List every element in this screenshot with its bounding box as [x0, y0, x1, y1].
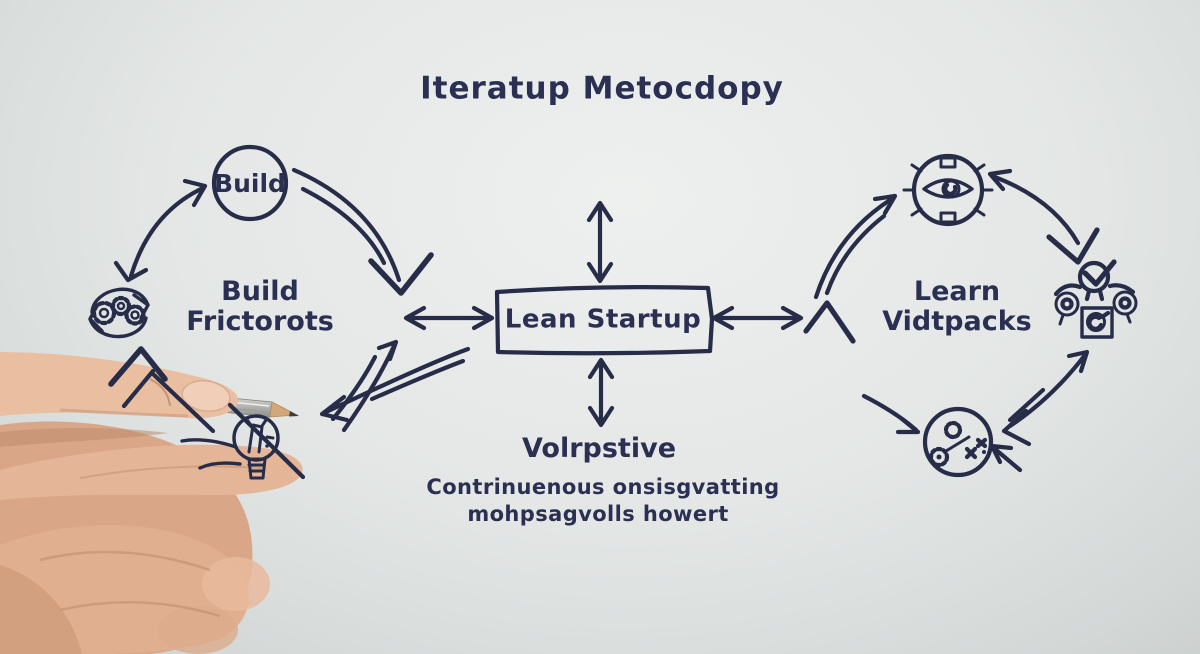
lean-startup-box — [494, 285, 715, 356]
arrowhead-junction — [368, 252, 434, 296]
right-cycle-label-line2: Vidtpacks — [882, 306, 1032, 337]
lightbulb-icon — [180, 414, 280, 480]
arrow-to-pen-tip — [319, 346, 471, 423]
arrow-eye-to-options — [987, 168, 1081, 246]
right-cycle-label-line1: Learn — [913, 275, 1001, 307]
arrowhead-options — [1046, 227, 1100, 265]
arrow-build-to-junction — [291, 167, 402, 283]
build-node-label: Build — [214, 169, 286, 198]
caption-line2: mohpsagvolls howert — [467, 502, 729, 527]
center-block — [494, 200, 804, 428]
sketch-lines-behind-hand — [121, 368, 306, 480]
arrow-vertical-bottom — [587, 357, 615, 428]
arrow-vertical-top — [586, 200, 614, 284]
right-cycle-label: Learn Vidtpacks — [882, 275, 1032, 337]
arrow-gears-to-build — [113, 178, 208, 283]
lean-startup-label: Lean Startup — [504, 304, 702, 335]
line-into-puzzle-right — [1007, 387, 1046, 423]
left-cycle-label-line1: Build — [221, 275, 299, 307]
gears-puzzle-icon — [922, 406, 994, 478]
left-cycle-label-line2: Frictorots — [186, 306, 334, 337]
thumbnail — [181, 380, 231, 412]
build-node-circle — [211, 144, 289, 222]
caption-line1: Contrinuenous onsisgvatting — [426, 475, 780, 500]
arrow-right-double — [711, 305, 804, 331]
arrow-to-eye — [813, 193, 898, 300]
chevron-right-cycle — [803, 300, 856, 344]
arrow-puzzle-options — [1001, 349, 1090, 447]
sync-gears-icon — [88, 287, 150, 339]
page-title: Iteratup Metocdopy — [420, 70, 784, 107]
eye-gear-icon — [902, 153, 994, 227]
below-heading: Volrpstive — [521, 432, 677, 464]
arrow-left-double — [403, 305, 495, 331]
arrow-into-puzzle-bottom — [989, 443, 1023, 473]
arrow-into-puzzle-left — [861, 393, 921, 435]
arrow-up-curve — [330, 339, 399, 433]
left-cycle — [88, 144, 495, 480]
hand — [0, 352, 303, 654]
left-cycle-label: Build Frictorots — [186, 275, 334, 337]
chevron-up-arrow — [108, 346, 168, 387]
options-check-icon — [1053, 259, 1138, 339]
right-cycle — [803, 153, 1138, 478]
